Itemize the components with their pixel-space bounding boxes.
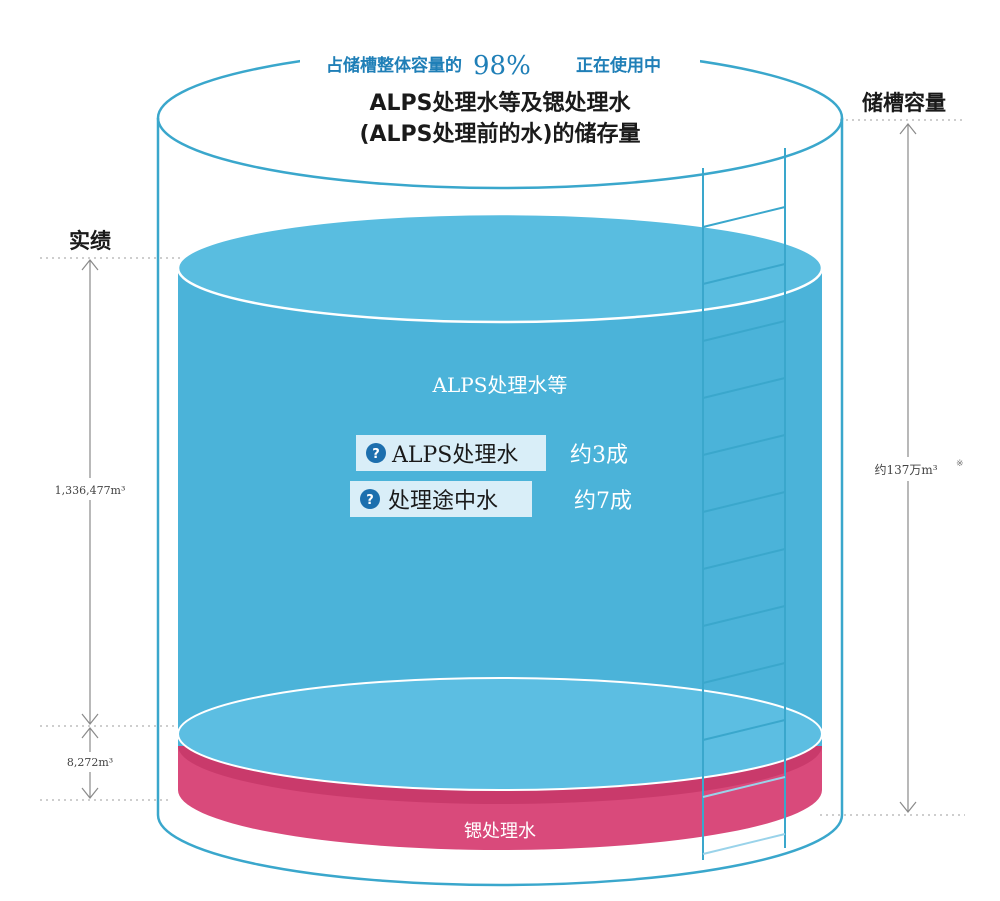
tank-ladder: [702, 148, 786, 860]
right-axis: 储槽容量 约137万m³ ※: [862, 91, 964, 813]
legend-item-share: 约7成: [574, 489, 632, 514]
ladder-rung: [702, 833, 786, 855]
legend-item-name: 处理途中水: [388, 489, 498, 514]
right-axis-label: 储槽容量: [862, 91, 946, 115]
blue-section-label: ALPS处理水等: [432, 373, 568, 397]
legend-item-share: 约3成: [570, 443, 628, 468]
ladder-rung: [702, 320, 786, 342]
ladder-rung: [702, 662, 786, 684]
ladder-rung: [702, 377, 786, 399]
right-axis-arrow-top: [899, 123, 917, 135]
usage-suffix: 正在使用中: [576, 55, 661, 76]
tank-bottom-rim: [156, 814, 844, 887]
title-line-1: ALPS处理水等及锶处理水: [369, 90, 631, 116]
left-axis-arrow-mid-down: [81, 727, 99, 739]
left-axis-upper-value: 1,336,477m³: [55, 484, 126, 497]
help-icon-glyph: ?: [366, 493, 374, 508]
blue-top-ellipse: [176, 212, 824, 324]
left-axis-lower-value-bg: [52, 752, 128, 772]
ladder-rung: [702, 548, 786, 570]
usage-banner-bg: [300, 40, 700, 82]
left-axis-upper-value-bg: [42, 478, 142, 500]
ladder-rung: [702, 206, 786, 228]
legend-item-name: ALPS处理水: [391, 443, 518, 468]
right-axis-arrow-bottom: [899, 801, 917, 813]
usage-prefix: 占储槽整体容量的: [326, 55, 462, 76]
left-axis-label: 实绩: [69, 229, 111, 253]
help-icon-glyph: ?: [372, 447, 380, 462]
usage-percent: 98%: [473, 51, 531, 81]
left-axis-arrow-mid-up: [81, 713, 99, 725]
guide-lines: [40, 119, 965, 816]
right-axis-value-bg: [862, 457, 962, 481]
ladder-rung: [702, 605, 786, 627]
ladder-rung: [702, 776, 786, 798]
legend-item-bg: [356, 435, 546, 471]
ladder-rung: [702, 263, 786, 285]
pink-section-label: 锶处理水: [464, 821, 536, 842]
legend-item: ? ALPS处理水 约3成: [356, 435, 628, 471]
legend-item-bg: [350, 481, 532, 517]
ladder-rung: [702, 719, 786, 741]
help-icon: [366, 443, 386, 463]
right-axis-value: 约137万m³: [874, 462, 937, 477]
help-icon: [360, 489, 380, 509]
title-line-2: (ALPS处理前的水)的储存量: [359, 121, 640, 147]
left-axis-arrow-bottom: [81, 787, 99, 799]
ladder-rung: [702, 434, 786, 456]
right-axis-footnote: ※: [956, 459, 964, 469]
blue-bottom-ellipse: [177, 677, 823, 791]
ladder-rung: [702, 491, 786, 513]
blue-section: [176, 212, 824, 791]
usage-banner: 占储槽整体容量的 98% 正在使用中: [300, 40, 700, 82]
left-axis-lower-value: 8,272m³: [67, 756, 113, 769]
left-axis: 实绩 1,336,477m³ 8,272m³: [42, 229, 142, 799]
left-axis-arrow-top: [81, 259, 99, 271]
legend-item: ? 处理途中水 约7成: [350, 481, 632, 517]
